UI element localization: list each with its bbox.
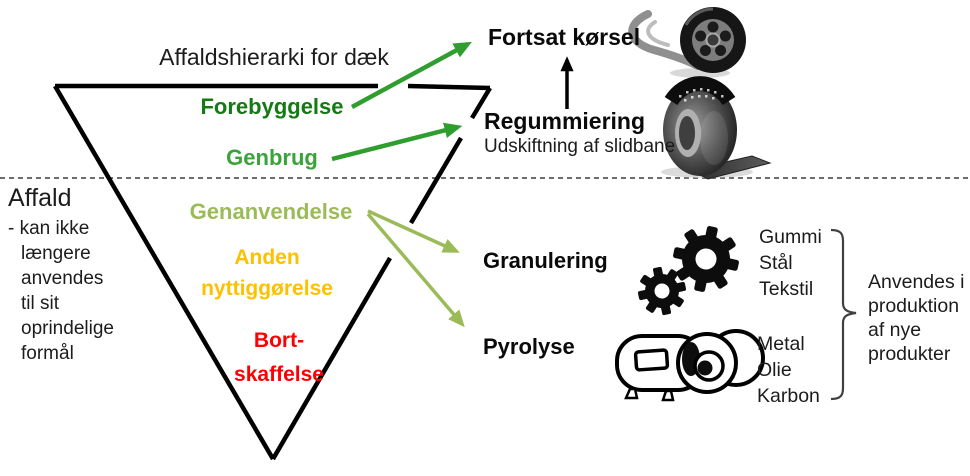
output-item: Gummi [759,226,822,248]
output-item: Stål [759,252,793,274]
arrow-genbrug-to-regummiering [331,122,463,162]
granulering-outputs: Gummi Stål Tekstil [759,224,822,302]
waste-line: oprindelige [21,318,114,339]
level-line: Anden [234,246,300,269]
output-item: Metal [757,333,805,355]
output-item: Tekstil [759,278,814,300]
arrow-genanvendelse-to-granulering [367,209,460,253]
outputs-brace [830,228,857,401]
diagram-title: Affaldshierarki for dæk [159,44,389,70]
level-anden-nyttiggoerelse: Anden nyttiggørelse [201,242,333,304]
label-regummiering-subtitle: Udskiftning af slidbane [484,136,676,157]
level-genanvendelse: Genanvendelse [189,199,353,224]
waste-heading: Affald [8,184,72,212]
tire-retread-icon [661,76,772,180]
label-fortsat-koersel: Fortsat kørsel [488,24,641,50]
note-line: af nye [868,319,922,341]
arrow-forebyggelse-to-fortsat-koersel [350,41,472,109]
gears-icon [637,226,739,316]
level-line: Bort- [253,329,305,352]
label-granulering: Granulering [483,248,608,273]
pyrolyse-outputs: Metal Olie Karbon [757,331,820,409]
inverted-pyramid-outline [53,83,492,461]
level-line: nyttiggørelse [201,277,333,300]
arrow-genanvendelse-to-pyrolyse [366,212,465,328]
waste-line: anvendes [21,268,104,289]
label-pyrolyse: Pyrolyse [483,334,575,359]
waste-line: formål [21,343,74,364]
label-regummiering: Regummiering [484,108,646,134]
waste-line: til sit [21,293,59,314]
level-genbrug: Genbrug [226,145,318,170]
note-line: produkter [868,343,951,365]
waste-description: - kan ikke længere anvendes til sit opri… [8,216,114,366]
pyrolysis-drum-icon [615,329,765,402]
waste-line: længere [21,243,91,264]
level-forebyggelse: Forebyggelse [200,94,344,119]
level-line: skaffelse [234,363,324,386]
output-item: Olie [757,359,792,381]
level-bortskaffelse: Bort- skaffelse [234,324,324,392]
note-line: produktion [868,295,960,317]
production-note: Anvendes i produktion af nye produkter [868,270,964,366]
note-line: Anvendes i [868,271,965,293]
output-item: Karbon [757,385,820,407]
waste-line: - kan ikke [8,218,90,239]
tire-rolling-icon [628,7,746,78]
